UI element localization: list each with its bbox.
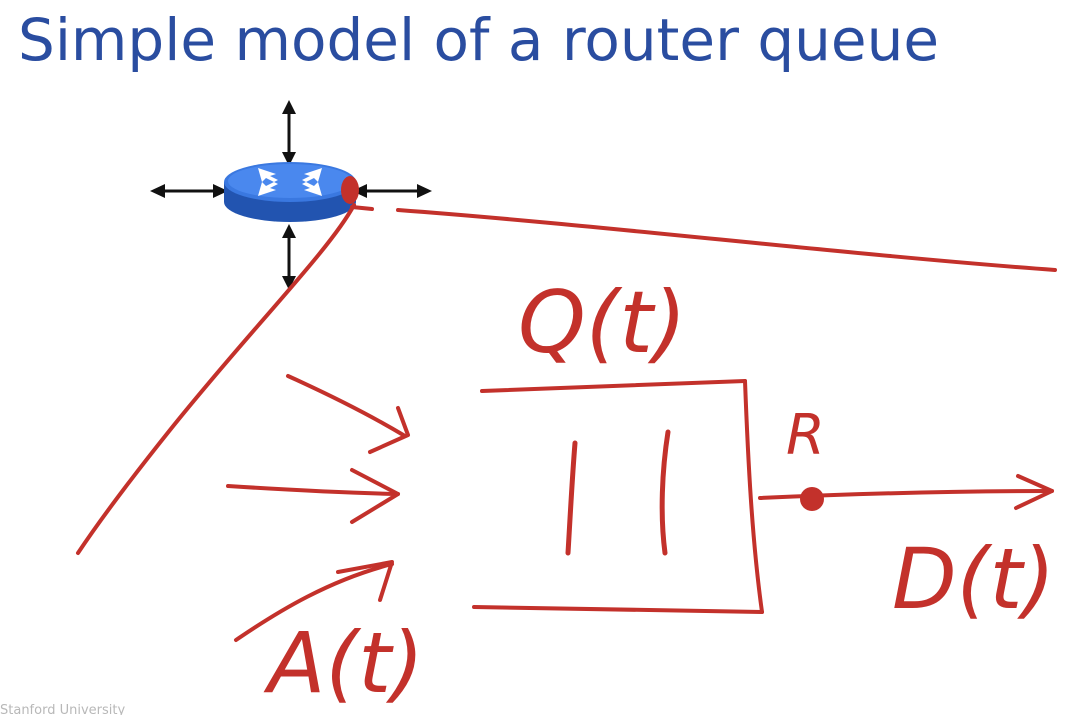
arrival-arrow [234, 562, 394, 642]
packet-mark [659, 429, 671, 556]
footer-text: Stanford University [0, 703, 126, 715]
queue-occupancy-label: Q(t) [518, 273, 687, 373]
queued-packets [565, 429, 671, 556]
rate-label: R [786, 403, 825, 468]
output-dot-icon [800, 487, 824, 511]
port-dot-icon [341, 176, 359, 204]
bidirectional-arrow-icon [282, 100, 296, 166]
bidirectional-arrow-icon [282, 224, 296, 290]
arrival-arrow [286, 374, 407, 438]
output-link [758, 474, 1054, 510]
zoom-lines [76, 203, 1057, 555]
arrivals-label: A(t) [263, 614, 424, 712]
queue-buffer [472, 379, 764, 614]
arrival-arrows [226, 374, 410, 642]
bidirectional-arrow-icon [150, 184, 228, 198]
slide-title: Simple model of a router queue [18, 6, 940, 74]
arrival-arrow [226, 484, 400, 496]
packet-mark [565, 440, 578, 556]
router-icon [150, 100, 432, 290]
bidirectional-arrow-icon [352, 184, 432, 198]
departures-label: D(t) [892, 530, 1055, 628]
